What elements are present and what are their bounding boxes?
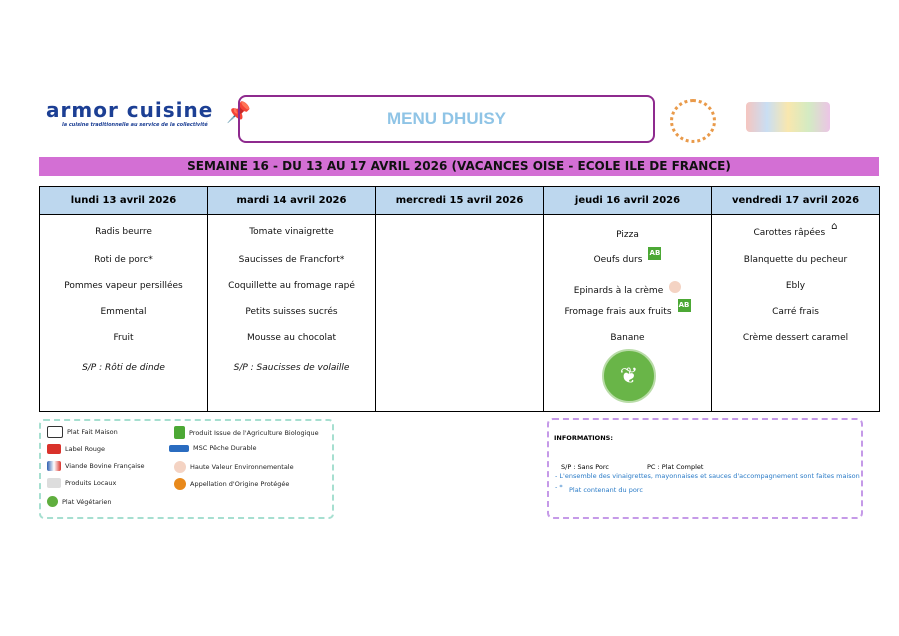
crowd-image <box>746 102 830 132</box>
day-header: mardi 14 avril 2026 <box>207 186 376 215</box>
menu-item: Radis beurre <box>95 227 152 237</box>
day-cell-friday: Carottes râpées ⌂ Blanquette du pecheur E… <box>711 214 880 412</box>
children-circle-image <box>670 99 716 143</box>
info-title: INFORMATIONS: <box>554 434 613 442</box>
day-header: jeudi 16 avril 2026 <box>543 186 712 215</box>
menu-item-label: Epinards à la crème <box>573 286 664 296</box>
menu-item: Carré frais <box>772 307 819 317</box>
legend-item: MSC Pêche Durable <box>169 444 257 452</box>
legend-item: Haute Valeur Environnementale <box>174 461 294 473</box>
organic-ab-icon: AB <box>648 247 662 260</box>
legend-item: Plat Végétarien <box>47 496 112 507</box>
menu-item: Oeufs durs AB <box>544 247 711 268</box>
legend-box: Plat Fait Maison Label Rouge Viande Bovi… <box>39 419 334 519</box>
legend-label: Produits Locaux <box>65 479 117 487</box>
vegetarian-leaf-icon: ❦ <box>602 349 656 403</box>
legend-label: Produit Issue de l'Agriculture Biologiqu… <box>189 428 319 437</box>
menu-item-label: Carottes râpées <box>753 228 826 238</box>
legend-label: Haute Valeur Environnementale <box>190 463 294 471</box>
info-line: - L'ensemble des vinaigrettes, mayonnais… <box>555 472 860 480</box>
info-star: - * <box>555 483 563 491</box>
label-rouge-icon <box>47 444 61 454</box>
info-sp: S/P : Sans Porc <box>561 463 610 471</box>
sans-porc-note: S/P : Rôti de dinde <box>82 363 165 373</box>
french-beef-icon <box>47 461 61 471</box>
menu-item: Pizza <box>616 230 639 240</box>
menu-item: Roti de porc* <box>94 255 153 265</box>
menu-item: Epinards à la crème <box>544 281 711 296</box>
legend-item: Produits Locaux <box>47 478 116 488</box>
menu-item: Coquillette au fromage rapé <box>228 281 355 291</box>
legend-item: Appellation d'Origine Protégée <box>174 478 289 490</box>
organic-ab-icon <box>174 426 185 439</box>
info-line: Plat contenant du porc <box>569 486 643 494</box>
menu-item: Pommes vapeur persillées <box>64 281 183 291</box>
menu-item: Petits suisses sucrés <box>245 307 338 317</box>
page-title: MENU DHUISY <box>386 109 506 128</box>
menu-table: lundi 13 avril 2026 mardi 14 avril 2026 … <box>39 186 880 412</box>
day-header: vendredi 17 avril 2026 <box>711 186 880 215</box>
day-cell-tuesday: Tomate vinaigrette Saucisses de Francfor… <box>207 214 376 412</box>
hve-icon <box>669 281 682 293</box>
hve-icon <box>174 461 186 473</box>
day-cell-wednesday <box>375 214 544 412</box>
legend-label: MSC Pêche Durable <box>193 444 257 452</box>
menu-item: Banane <box>610 333 645 343</box>
menu-item: Ebly <box>785 281 806 291</box>
legend-item: Viande Bovine Française <box>47 461 144 471</box>
legend-label: Appellation d'Origine Protégée <box>190 480 290 488</box>
legend-item: Produit Issue de l'Agriculture Biologiqu… <box>174 426 319 439</box>
menu-item: Carottes râpées ⌂ <box>712 221 879 238</box>
legend-item: Label Rouge <box>47 444 105 454</box>
information-box: INFORMATIONS: S/P : Sans Porc PC : Plat … <box>547 418 863 519</box>
legend-label: Plat Végétarien <box>62 497 112 506</box>
menu-item-label: Fromage frais aux fruits <box>564 307 672 317</box>
homemade-house-icon: ⌂ <box>831 221 838 232</box>
legend-item: Plat Fait Maison <box>47 426 118 438</box>
menu-item-label: Oeufs durs <box>593 255 643 265</box>
title-box: MENU DHUISY <box>238 95 655 143</box>
day-header: lundi 13 avril 2026 <box>39 186 208 215</box>
menu-item: Mousse au chocolat <box>247 333 336 343</box>
aop-icon <box>174 478 186 490</box>
menu-item: Emmental <box>100 307 147 317</box>
msc-icon <box>169 444 189 452</box>
menu-item: Fruit <box>113 333 134 343</box>
menu-item: Crème dessert caramel <box>742 333 849 343</box>
local-products-icon <box>47 478 61 488</box>
day-cell-monday: Radis beurre Roti de porc* Pommes vapeur… <box>39 214 208 412</box>
menu-item: Blanquette du pecheur <box>743 255 848 265</box>
menu-item: Saucisses de Francfort* <box>238 255 345 265</box>
legend-label: Label Rouge <box>65 445 106 453</box>
menu-item: Fromage frais aux fruits AB <box>544 299 711 320</box>
info-pc: PC : Plat Complet <box>647 463 704 471</box>
menu-item: Tomate vinaigrette <box>249 227 334 237</box>
house-icon <box>47 426 63 438</box>
organic-ab-icon: AB <box>677 299 691 312</box>
vegetarian-icon <box>47 496 58 507</box>
sans-porc-note: S/P : Saucisses de volaille <box>233 363 350 373</box>
week-banner: SEMAINE 16 - DU 13 AU 17 AVRIL 2026 (VAC… <box>39 157 879 176</box>
logo: armor cuisine <box>46 98 214 122</box>
day-header: mercredi 15 avril 2026 <box>375 186 544 215</box>
tagline: la cuisine traditionnelle au service de … <box>62 122 208 128</box>
legend-label: Plat Fait Maison <box>67 428 118 436</box>
legend-label: Viande Bovine Française <box>65 462 145 470</box>
